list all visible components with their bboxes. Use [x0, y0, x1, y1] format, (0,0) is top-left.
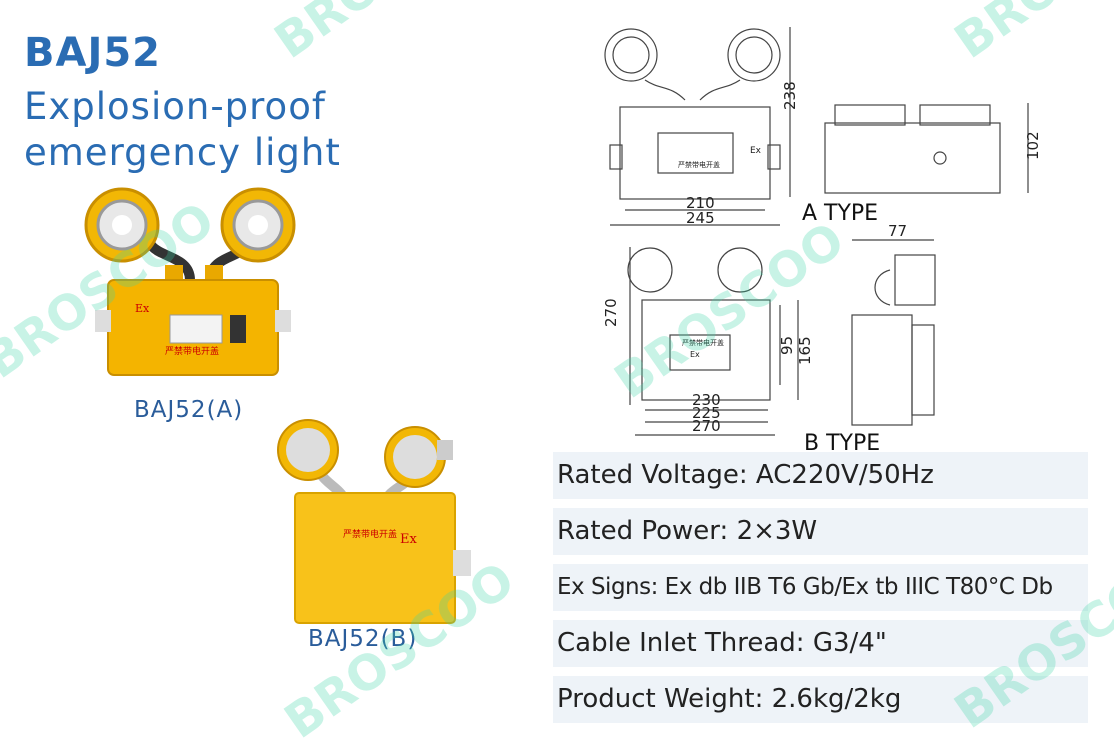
spec-cable-inlet-thread: Cable Inlet Thread: G3/4" — [553, 620, 1088, 667]
title-line-1: Explosion-proof — [24, 85, 326, 128]
dim-b-width-3: 270 — [692, 417, 721, 435]
spec-rated-power: Rated Power: 2×3W — [553, 508, 1088, 555]
dim-b-inner-height: 95 — [778, 336, 796, 355]
dim-a-inner-width: 210 — [686, 194, 715, 212]
product-title: Explosion-proof emergency light — [24, 84, 341, 176]
ex-mark-b: Ex — [400, 532, 417, 547]
panel-text-b: 严禁带电开盖 — [343, 528, 397, 540]
dim-b-width-1: 230 — [692, 391, 721, 409]
product-b-caption: BAJ52(B) — [308, 626, 418, 652]
drawing-ex-mark-a: Ex — [750, 146, 762, 156]
spec-ex-signs: Ex Signs: Ex db IIB T6 Gb/Ex tb IIIC T80… — [553, 564, 1088, 611]
dim-a-side-height: 102 — [1024, 131, 1042, 160]
title-line-2: emergency light — [24, 131, 341, 174]
dim-b-depth: 77 — [888, 222, 907, 240]
drawing-panel-text-a: 严禁带电开盖 — [678, 160, 720, 169]
type-b-label: B TYPE — [804, 431, 880, 455]
product-b-photo: Ex 严禁带电开盖 — [277, 419, 471, 624]
dim-a-outer-width: 245 — [686, 209, 715, 227]
spec-rated-voltage: Rated Voltage: AC220V/50Hz — [553, 452, 1088, 499]
product-model: BAJ52 — [24, 30, 161, 76]
panel-text-a: 严禁带电开盖 — [165, 345, 219, 357]
product-a-photo: Ex 严禁带电开盖 — [84, 187, 296, 376]
product-a-caption: BAJ52(A) — [134, 397, 244, 423]
dim-b-width-2: 225 — [692, 404, 721, 422]
ex-mark-a: Ex — [135, 302, 150, 315]
dim-b-outer-height: 165 — [796, 336, 814, 365]
watermark-text: BROSCOO — [265, 0, 515, 70]
dim-a-height: 238 — [781, 81, 799, 110]
type-a-label: A TYPE — [802, 201, 878, 226]
spec-product-weight: Product Weight: 2.6kg/2kg — [553, 676, 1088, 723]
drawing-panel-text-b: 严禁带电开盖 — [682, 338, 724, 347]
drawing-ex-mark-b: Ex — [690, 350, 700, 359]
technical-drawings: Ex 严禁带电开盖 Ex 严禁带电开盖 238 210 245 102 A TY… — [602, 27, 1042, 455]
dim-b-height: 270 — [602, 298, 620, 327]
